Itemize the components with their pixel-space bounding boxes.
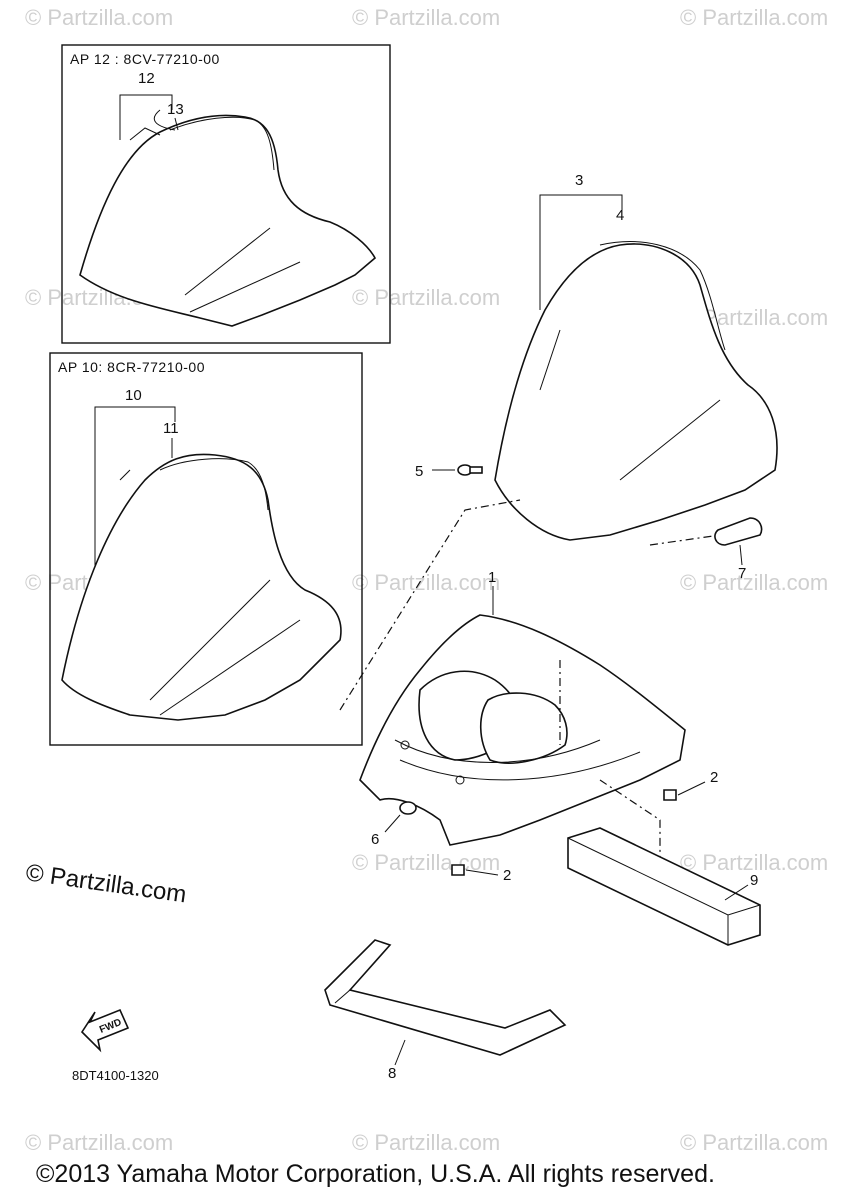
watermark: © Partzilla.com [680, 5, 828, 30]
screw-2-bottom [451, 864, 499, 876]
watermark: © Partzilla.com [680, 850, 828, 875]
partzilla-logo: © Partzilla.com [24, 859, 188, 908]
watermark: © Partzilla.com [352, 570, 500, 595]
callout-9: 9 [750, 872, 758, 889]
bolt-5 [432, 464, 483, 476]
box-ap12-label: AP 12 : 8CV-77210-00 [70, 51, 220, 67]
screw-2-right [663, 781, 706, 801]
cowling-1 [359, 614, 686, 846]
callout-7: 7 [738, 565, 746, 582]
diagram-code: 8DT4100-1320 [72, 1068, 159, 1083]
watermark: © Partzilla.com [352, 285, 500, 310]
callout-12: 12 [138, 70, 155, 87]
bracket-7 [714, 517, 763, 566]
copyright-footer: ©2013 Yamaha Motor Corporation, U.S.A. A… [36, 1160, 715, 1188]
callout-8: 8 [388, 1065, 396, 1082]
callout-2: 2 [710, 769, 718, 786]
callout-4: 4 [616, 207, 624, 224]
fwd-arrow-icon: FWD [80, 1008, 130, 1053]
foam-block-9 [567, 827, 761, 946]
watermark: © Partzilla.com [680, 1130, 828, 1155]
watermark: © Partzilla.com [25, 5, 173, 30]
box-ap10: AP 10: 8CR-77210-00 [49, 352, 363, 746]
callout-5: 5 [415, 463, 423, 480]
callout-13: 13 [167, 101, 184, 118]
callout-3: 3 [575, 172, 583, 189]
callout-1: 1 [488, 569, 496, 586]
callouts: 1 2 2 3 4 5 6 7 8 9 10 11 12 13 [125, 70, 758, 1082]
box-ap10-label: AP 10: 8CR-77210-00 [58, 359, 205, 375]
foam-strip-8 [324, 939, 567, 1066]
watermark: © Partzilla.com [25, 1130, 173, 1155]
watermark: © Partzilla.com [352, 5, 500, 30]
callout-10: 10 [125, 387, 142, 404]
watermark: © Partzilla.com [352, 1130, 500, 1155]
box-ap12: AP 12 : 8CV-77210-00 [61, 44, 391, 344]
callout-6: 6 [371, 831, 379, 848]
watermark: © Partzilla.com [680, 570, 828, 595]
windshield-3 [494, 194, 778, 541]
grommet-6 [384, 801, 417, 833]
callout-11: 11 [163, 420, 179, 437]
watermark: © Partzilla.com [352, 850, 500, 875]
callout-2: 2 [503, 867, 511, 884]
